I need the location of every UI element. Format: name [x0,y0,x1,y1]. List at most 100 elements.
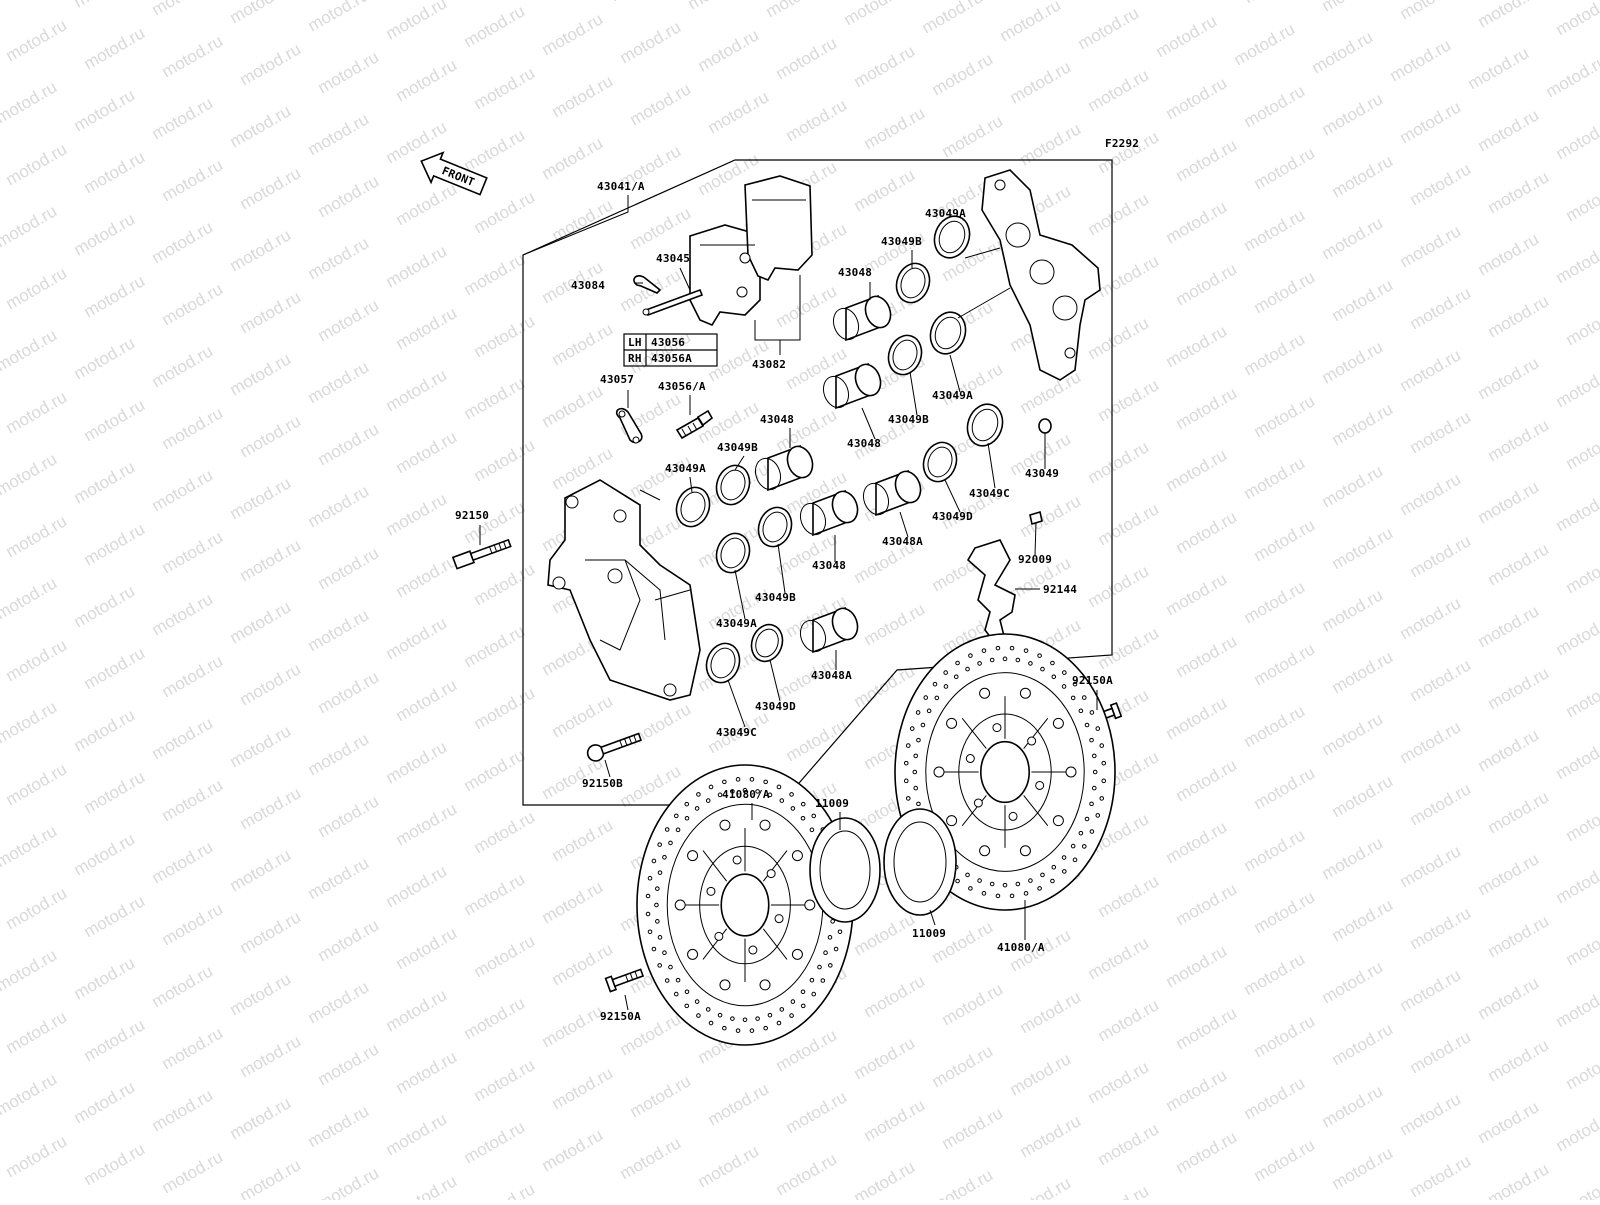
watermark-text: motod.ru [393,675,461,725]
label-43048-3: 43048 [760,413,794,426]
watermark-text: motod.ru [783,95,851,145]
watermark-text: motod.ru [1475,477,1543,527]
watermark-text: motod.ru [461,869,529,919]
watermark-text: motod.ru [383,489,451,539]
watermark-text: motod.ru [1173,383,1241,433]
label-43049B-2: 43049B [888,413,929,426]
watermark-text: motod.ru [1173,135,1241,185]
watermark-text: motod.ru [315,543,383,593]
label-92150A-2: 92150A [600,1010,641,1023]
watermark-text: motod.ru [149,93,217,143]
watermark-text: motod.ru [1163,321,1231,371]
watermark-text: motod.ru [1163,445,1231,495]
watermark-text: motod.ru [1085,65,1153,115]
watermark-text: motod.ru [315,791,383,841]
side-rh-part: 43056A [651,352,692,365]
watermark-text: motod.ru [1475,973,1543,1023]
watermark-text: motod.ru [1319,957,1387,1007]
watermark-text: motod.ru [1085,189,1153,239]
side-lh: LH [628,336,642,349]
leader-line [625,995,628,1010]
watermark-text: motod.ru [1085,313,1153,363]
watermark-text: motod.ru [1163,1065,1231,1115]
watermark-text: motod.ru [1387,35,1455,85]
watermark-text: motod.ru [617,1133,685,1183]
watermark-text: motod.ru [1251,391,1319,441]
leader-line [728,680,745,727]
watermark-text: motod.ru [851,1157,919,1200]
watermark-text: motod.ru [1475,229,1543,279]
watermark-text: motod.ru [1407,159,1475,209]
watermark-text: motod.ru [1475,105,1543,155]
watermark-text: motod.ru [383,985,451,1035]
watermark-text: motod.ru [1173,259,1241,309]
watermark-text: motod.ru [471,435,539,485]
watermark-text: motod.ru [227,349,295,399]
watermark-text: motod.ru [3,263,71,313]
watermark-text: motod.ru [929,917,997,967]
watermark-text: motod.ru [1397,221,1465,271]
watermark-text: motod.ru [237,907,305,957]
watermark-text: motod.ru [159,1023,227,1073]
watermark-text: motod.ru [1241,577,1309,627]
watermark-text: motod.ru [705,87,773,137]
watermark-text: motod.ru [627,1071,695,1121]
watermark-text: motod.ru [1251,639,1319,689]
watermark-text: motod.ru [71,829,139,879]
watermark-text: motod.ru [1407,531,1475,581]
label-43049C-2: 43049C [716,726,757,739]
watermark-text: motod.ru [1553,485,1600,535]
watermark-text: motod.ru [1563,795,1600,845]
watermark-text: motod.ru [1553,733,1600,783]
watermark-text: motod.ru [471,807,539,857]
watermark-text: motod.ru [1475,1097,1543,1147]
watermark-text: motod.ru [1173,631,1241,681]
watermark-text: motod.ru [1085,933,1153,983]
watermark-text: motod.ru [627,203,695,253]
watermark-text: motod.ru [1485,167,1553,217]
side-rh: RH [628,352,642,365]
watermark-text: motod.ru [149,0,217,19]
watermark-text: motod.ru [81,767,149,817]
watermark-text: motod.ru [3,139,71,189]
watermark-text: motod.ru [1553,113,1600,163]
side-table: LH 43056 RH 43056A [624,334,717,366]
watermark-text: motod.ru [227,597,295,647]
leader-line [988,443,995,488]
watermark-text: motod.ru [471,311,539,361]
watermark-text: motod.ru [393,55,461,105]
watermark-text: motod.ru [539,1125,607,1175]
pad-cover-bolt [1030,512,1042,524]
watermark-text: motod.ru [539,133,607,183]
label-43056A: 43056/A [658,380,706,393]
watermark-text: motod.ru [383,0,451,43]
watermark-text: motod.ru [159,279,227,329]
watermark-text: motod.ru [159,527,227,577]
bolt-92150 [453,538,512,569]
watermark-text: motod.ru [305,729,373,779]
watermark-text: motod.ru [1163,73,1231,123]
watermark-text: motod.ru [929,1041,997,1091]
watermark-text: motod.ru [71,457,139,507]
watermark-text: motod.ru [81,395,149,445]
watermark-text: motod.ru [617,17,685,67]
watermark-text: motod.ru [227,225,295,275]
watermark-text: motod.ru [1407,283,1475,333]
watermark-text: motod.ru [227,721,295,771]
watermark-text: motod.ru [1241,0,1309,7]
watermark-text: motod.ru [939,979,1007,1029]
watermark-text: motod.ru [237,659,305,709]
watermark-text: motod.ru [81,891,149,941]
disc-shim-1 [810,818,880,922]
watermark-text: motod.ru [1397,965,1465,1015]
watermark-text: motod.ru [929,1165,997,1200]
watermark-text: motod.ru [1241,825,1309,875]
watermark-text: motod.ru [0,201,60,251]
watermark-text: motod.ru [1085,561,1153,611]
watermark-text: motod.ru [3,1007,71,1057]
watermark-text: motod.ru [149,465,217,515]
watermark-text: motod.ru [227,0,295,27]
watermark-text: motod.ru [1095,623,1163,673]
label-43084: 43084 [571,279,605,292]
label-43041A: 43041/A [597,180,645,193]
